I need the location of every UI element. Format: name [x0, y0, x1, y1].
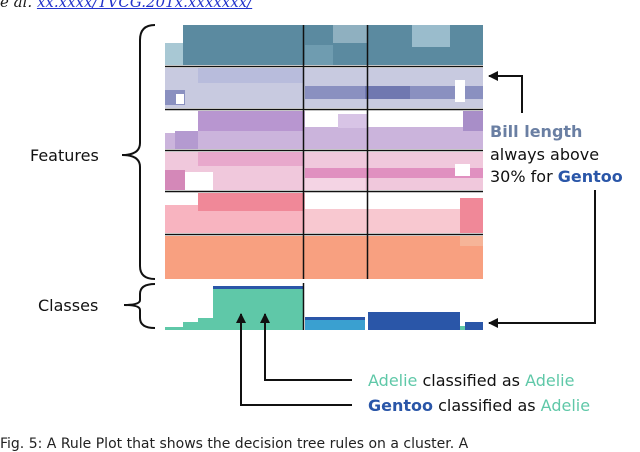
bill-arrow [488, 71, 523, 113]
feature-row [165, 152, 483, 190]
split-lines [302, 25, 369, 330]
gentoo-annotation: Gentoo [557, 167, 623, 186]
figure-caption: Fig. 5: A Rule Plot that shows the decis… [0, 436, 469, 452]
features-label: Features [30, 146, 99, 165]
always-above-text: always above [490, 145, 600, 164]
percent-text: 30% for Gentoo [490, 167, 623, 186]
callout-verb: classified as [422, 371, 520, 390]
feature-row [165, 25, 483, 65]
feature-row [165, 193, 483, 233]
doi-link[interactable]: xx.xxxx/TVCG.201x.xxxxxxx/ [36, 0, 253, 11]
row-separators [165, 65, 483, 236]
callout-subject: Adelie [368, 371, 418, 390]
callout-gentoo: Gentoo classified as Adelie [368, 396, 590, 415]
header-text: e al. xx.xxxx/TVCG.201x.xxxxxxx/ [0, 0, 252, 11]
feature-row [165, 111, 483, 149]
classes-label: Classes [38, 296, 99, 315]
callout-object: Adelie [525, 371, 575, 390]
callout-object: Adelie [540, 396, 591, 415]
class-arrow [488, 190, 596, 328]
classes-brace [123, 283, 156, 329]
class-histogram [165, 286, 483, 330]
bill-length-label: Bill length [490, 122, 583, 141]
feature-row [165, 68, 483, 108]
percent-prefix: 30% for [490, 167, 553, 186]
features-brace [121, 24, 156, 280]
callout-adelie: Adelie classified as Adelie [368, 371, 574, 390]
gentoo-arrow [236, 313, 352, 406]
header-prefix: e al. [0, 0, 33, 11]
adelie-arrow [260, 313, 352, 381]
feature-row [165, 236, 483, 279]
callout-subject: Gentoo [368, 396, 434, 415]
callout-verb: classified as [438, 396, 536, 415]
